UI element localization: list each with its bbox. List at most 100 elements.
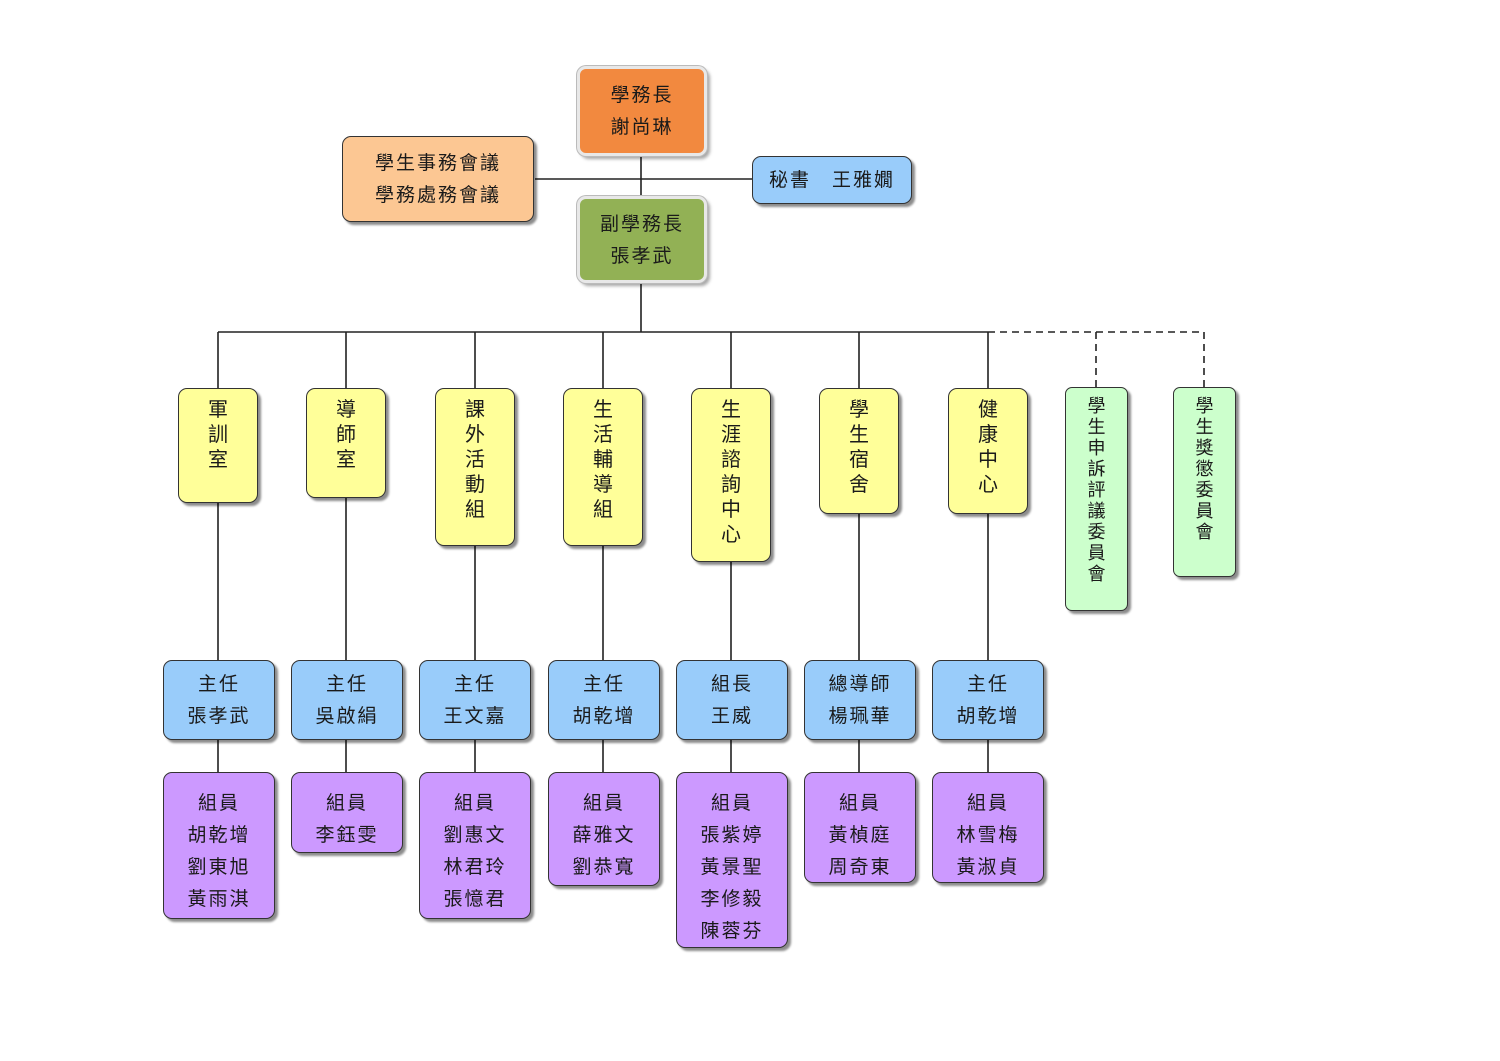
head-box: 主任胡乾增 bbox=[548, 660, 660, 740]
committee-rewards: 學生獎懲委員會 bbox=[1173, 387, 1236, 577]
vertical-char: 組 bbox=[593, 497, 613, 521]
vertical-char: 生 bbox=[849, 422, 869, 446]
head-title: 主任 bbox=[325, 673, 368, 695]
head-box: 主任胡乾增 bbox=[932, 660, 1044, 740]
vertical-char: 師 bbox=[336, 422, 356, 446]
vertical-char: 會 bbox=[1195, 522, 1214, 543]
head-box: 主任吳啟絹 bbox=[291, 660, 403, 740]
vertical-char: 議 bbox=[1087, 501, 1106, 522]
vertical-char: 外 bbox=[465, 422, 485, 446]
members-title: 組員 bbox=[838, 792, 881, 814]
vertical-char: 課 bbox=[465, 397, 485, 421]
meeting-student-affairs: 學生事務會議 bbox=[374, 152, 501, 174]
unit-career-center: 生涯諮詢中心 bbox=[691, 388, 771, 562]
vertical-char: 委 bbox=[1087, 522, 1106, 543]
vertical-char: 員 bbox=[1087, 543, 1106, 564]
head-title: 主任 bbox=[582, 673, 625, 695]
vertical-char: 組 bbox=[465, 497, 485, 521]
head-title: 主任 bbox=[966, 673, 1009, 695]
vertical-char: 詢 bbox=[721, 472, 741, 496]
head-name: 胡乾增 bbox=[956, 705, 1020, 727]
vertical-char: 生 bbox=[1195, 417, 1214, 438]
unit-name: 軍訓室 bbox=[208, 397, 228, 472]
vertical-char: 宿 bbox=[849, 447, 869, 471]
unit-dormitory: 學生宿舍 bbox=[819, 388, 899, 514]
vertical-char: 評 bbox=[1087, 480, 1106, 501]
members-box: 組員張紫婷黃景聖李修毅陳蓉芬 bbox=[676, 772, 788, 948]
head-name: 王文嘉 bbox=[443, 705, 507, 727]
head-name: 王威 bbox=[710, 705, 753, 727]
unit-mentor-office: 導師室 bbox=[306, 388, 386, 498]
secretary-label: 秘書 王雅嫺 bbox=[768, 169, 895, 191]
members-box: 組員李鈺雯 bbox=[291, 772, 403, 853]
vertical-char: 員 bbox=[1195, 501, 1214, 522]
vertical-char: 學 bbox=[1087, 396, 1106, 417]
vertical-char: 訴 bbox=[1087, 459, 1106, 480]
member-name: 黃淑貞 bbox=[956, 856, 1020, 878]
unit-name: 健康中心 bbox=[978, 397, 998, 497]
member-name: 黃景聖 bbox=[700, 856, 764, 878]
vertical-char: 活 bbox=[465, 447, 485, 471]
head-title: 主任 bbox=[197, 673, 240, 695]
head-name: 吳啟絹 bbox=[315, 705, 379, 727]
secretary-box: 秘書 王雅嫺 bbox=[752, 156, 912, 204]
member-name: 李鈺雯 bbox=[315, 824, 379, 846]
member-name: 黃雨淇 bbox=[187, 888, 251, 910]
member-name: 劉恭寬 bbox=[572, 856, 636, 878]
member-name: 周奇東 bbox=[828, 856, 892, 878]
members-title: 組員 bbox=[966, 792, 1009, 814]
vertical-char: 諮 bbox=[721, 447, 741, 471]
members-box: 組員胡乾增劉東旭黃雨淇 bbox=[163, 772, 275, 919]
unit-name: 學生宿舍 bbox=[849, 397, 869, 497]
members-box: 組員劉惠文林君玲張憶君 bbox=[419, 772, 531, 919]
members-title: 組員 bbox=[325, 792, 368, 814]
vertical-char: 心 bbox=[721, 522, 741, 546]
vertical-char: 導 bbox=[336, 397, 356, 421]
vertical-char: 健 bbox=[978, 397, 998, 421]
unit-extracurricular: 課外活動組 bbox=[435, 388, 515, 546]
head-box: 主任王文嘉 bbox=[419, 660, 531, 740]
member-name: 黃楨庭 bbox=[828, 824, 892, 846]
head-title: 組長 bbox=[710, 673, 753, 695]
vertical-char: 導 bbox=[593, 472, 613, 496]
member-name: 薛雅文 bbox=[572, 824, 636, 846]
head-title: 主任 bbox=[453, 673, 496, 695]
vertical-char: 軍 bbox=[208, 397, 228, 421]
vertical-char: 涯 bbox=[721, 422, 741, 446]
member-name: 陳蓉芬 bbox=[700, 920, 764, 942]
vertical-char: 心 bbox=[978, 472, 998, 496]
vertical-char: 委 bbox=[1195, 480, 1214, 501]
head-name: 胡乾增 bbox=[572, 705, 636, 727]
vice-dean-title: 副學務長 bbox=[599, 212, 684, 235]
member-name: 林雪梅 bbox=[956, 824, 1020, 846]
member-name: 林君玲 bbox=[443, 856, 507, 878]
member-name: 劉東旭 bbox=[187, 856, 251, 878]
unit-health-center: 健康中心 bbox=[948, 388, 1028, 514]
members-title: 組員 bbox=[197, 792, 240, 814]
vertical-char: 獎 bbox=[1195, 438, 1214, 459]
vertical-char: 生 bbox=[721, 397, 741, 421]
committee-name: 學生獎懲委員會 bbox=[1196, 396, 1214, 543]
vertical-char: 學 bbox=[849, 397, 869, 421]
vertical-char: 輔 bbox=[593, 447, 613, 471]
vertical-char: 學 bbox=[1195, 396, 1214, 417]
members-title: 組員 bbox=[582, 792, 625, 814]
committee-name: 學生申訴評議委員會 bbox=[1088, 396, 1106, 585]
head-title: 總導師 bbox=[828, 673, 892, 695]
vertical-char: 申 bbox=[1087, 438, 1106, 459]
vertical-char: 室 bbox=[336, 447, 356, 471]
head-box: 總導師楊珮華 bbox=[804, 660, 916, 740]
vice-dean-box: 副學務長 張孝武 bbox=[577, 196, 707, 283]
head-box: 組長王威 bbox=[676, 660, 788, 740]
meetings-box: 學生事務會議 學務處務會議 bbox=[342, 136, 534, 222]
vertical-char: 康 bbox=[978, 422, 998, 446]
member-name: 李修毅 bbox=[700, 888, 764, 910]
member-name: 胡乾增 bbox=[187, 824, 251, 846]
vertical-char: 訓 bbox=[208, 422, 228, 446]
committee-appeals: 學生申訴評議委員會 bbox=[1065, 387, 1128, 611]
members-box: 組員薛雅文劉恭寬 bbox=[548, 772, 660, 886]
member-name: 劉惠文 bbox=[443, 824, 507, 846]
vertical-char: 會 bbox=[1087, 564, 1106, 585]
head-name: 楊珮華 bbox=[828, 705, 892, 727]
